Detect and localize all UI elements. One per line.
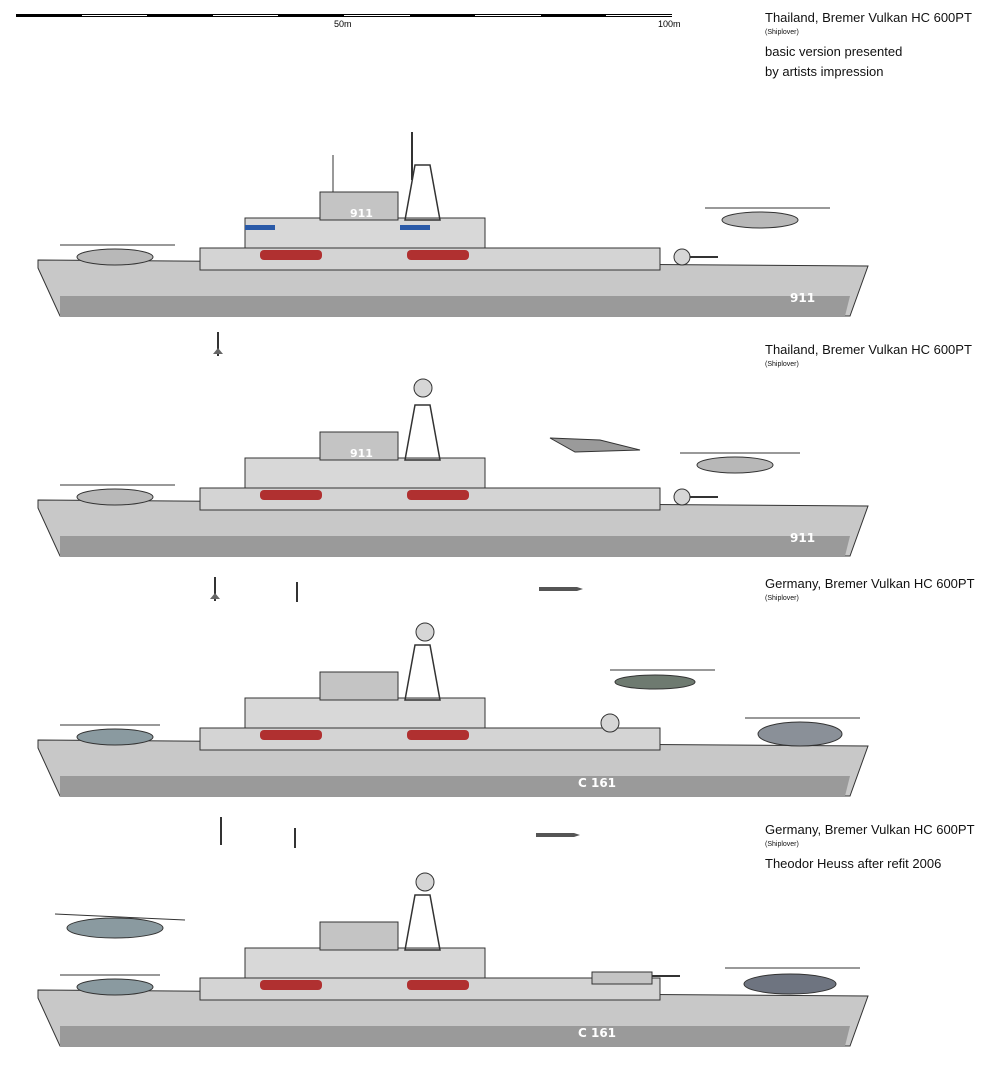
helicopter (757, 721, 843, 747)
missile-icon (213, 332, 223, 356)
hull-number: C 161 (578, 776, 616, 790)
missile-icon (294, 828, 296, 848)
cruise-missile-icon (536, 833, 580, 837)
caption-source: (Shiplover) (765, 29, 799, 36)
caption-title: Germany, Bremer Vulkan HC 600PT (765, 822, 975, 837)
ship-profile-3: C 161 (0, 600, 1000, 840)
missile-icon (220, 817, 222, 845)
ship-profile-1: 911 911 (0, 120, 1000, 360)
caption-title: Germany, Bremer Vulkan HC 600PT (765, 576, 975, 591)
bridge-block (244, 697, 486, 729)
jet-aircraft (549, 437, 641, 453)
lifeboat (407, 730, 469, 740)
caption-title: Thailand, Bremer Vulkan HC 600PT (765, 10, 972, 25)
caption-note: Theodor Heuss after refit 2006 (765, 856, 942, 871)
caption-4: Germany, Bremer Vulkan HC 600PT (Shiplov… (765, 820, 975, 874)
funnel (319, 431, 399, 461)
deck-stripe (245, 225, 275, 230)
helicopter (721, 211, 799, 229)
lifeboat (407, 490, 469, 500)
helicopter (614, 674, 696, 690)
lifeboat (407, 250, 469, 260)
helicopter (76, 248, 154, 266)
hull-waterline (60, 1026, 850, 1046)
funnel (319, 671, 399, 701)
helicopter (743, 973, 837, 995)
helicopter (66, 917, 164, 939)
scale-bar: 50m 100m (16, 12, 681, 32)
lattice-mast (404, 894, 441, 951)
caption-title: Thailand, Bremer Vulkan HC 600PT (765, 342, 972, 357)
stack-number: 911 (350, 447, 373, 460)
helicopter (696, 456, 774, 474)
ship-profile-4: C 161 (0, 850, 1000, 1090)
scale-label-mid: 50m (334, 19, 352, 29)
hull-waterline (60, 536, 850, 556)
gun-mount (591, 971, 653, 985)
lifeboat (260, 490, 322, 500)
ship-drawing: C 161 (37, 872, 869, 1047)
scale-bar-ruler (16, 14, 672, 17)
gun-turret (673, 488, 691, 506)
missile-icon (296, 582, 298, 602)
caption-note: basic version presented (765, 44, 903, 59)
stack-number: 911 (350, 207, 373, 220)
lattice-mast (404, 404, 441, 461)
caption-3: Germany, Bremer Vulkan HC 600PT (Shiplov… (765, 574, 975, 604)
caption-source: (Shiplover) (765, 841, 799, 848)
bridge-block (244, 947, 486, 979)
helicopter (76, 728, 154, 746)
helicopter (76, 978, 154, 996)
ship-drawing: 911 911 (37, 378, 869, 557)
hull-number: 911 (790, 531, 815, 545)
funnel (319, 921, 399, 951)
funnel (319, 191, 399, 221)
helicopter-rotor (54, 913, 186, 921)
ship-profile-2: 911 911 (0, 360, 1000, 600)
radar-dome (415, 622, 435, 642)
deck-stripe (400, 225, 430, 230)
caption-source: (Shiplover) (765, 595, 799, 602)
ship-drawing: C 161 (37, 622, 869, 797)
ship-drawing: 911 911 (37, 132, 869, 317)
caption-source: (Shiplover) (765, 361, 799, 368)
hull-waterline (60, 296, 850, 316)
gun-turret (673, 248, 691, 266)
radar-dome (415, 872, 435, 892)
hull-waterline (60, 776, 850, 796)
hull-number: C 161 (578, 1026, 616, 1040)
hull-number: 911 (790, 291, 815, 305)
lifeboat (260, 730, 322, 740)
scale-label-end: 100m (658, 19, 681, 29)
bridge-block (244, 457, 486, 489)
cruise-missile-icon (539, 587, 583, 591)
lifeboat (260, 250, 322, 260)
helicopter (76, 488, 154, 506)
lifeboat (260, 980, 322, 990)
caption-1: Thailand, Bremer Vulkan HC 600PT (Shiplo… (765, 8, 972, 82)
lattice-mast (404, 164, 441, 221)
bridge-block (244, 217, 486, 249)
gun-turret (600, 713, 620, 733)
caption-2: Thailand, Bremer Vulkan HC 600PT (Shiplo… (765, 340, 972, 370)
lifeboat (407, 980, 469, 990)
caption-note: by artists impression (765, 64, 884, 79)
missile-icon (210, 577, 220, 601)
lattice-mast (404, 644, 441, 701)
radar-dome (413, 378, 433, 398)
